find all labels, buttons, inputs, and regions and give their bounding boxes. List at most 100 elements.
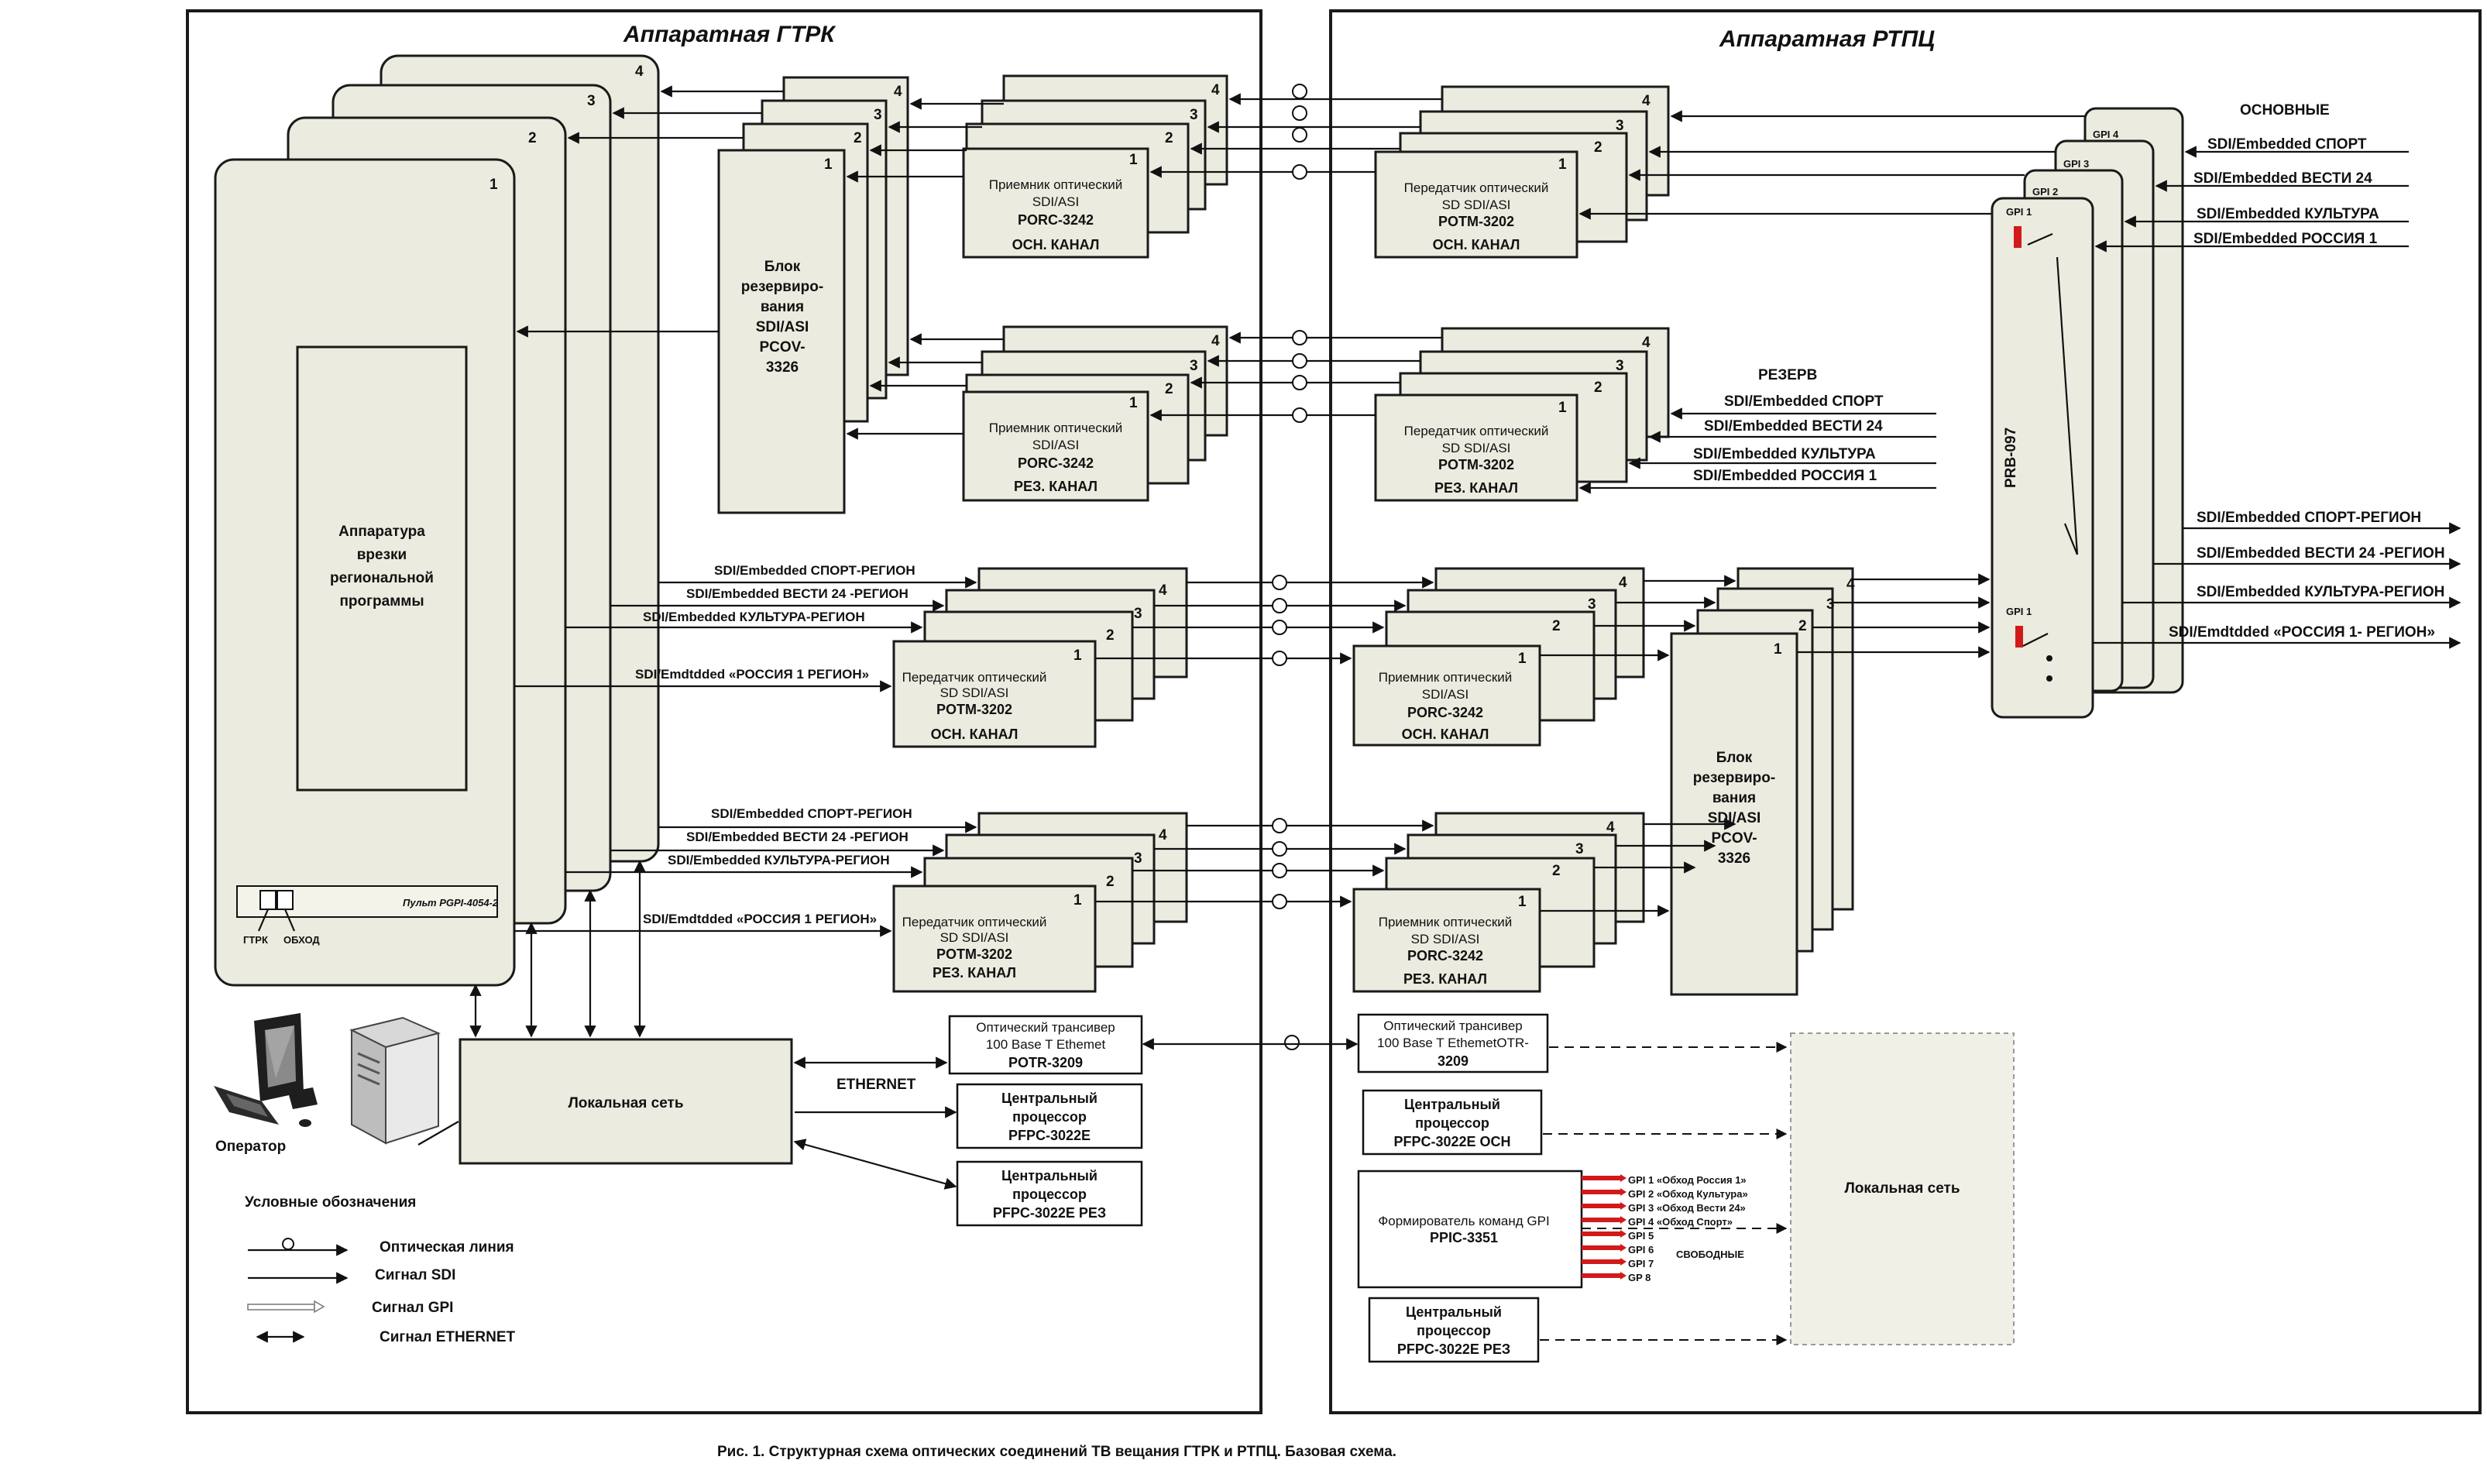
- legend-label: Сигнал ETHERNET: [380, 1329, 515, 1345]
- stack-number: 1: [824, 156, 833, 173]
- region-signal-label: SDI/Embedded СПОРТ-РЕГИОН: [714, 563, 915, 578]
- transmitter-stack-main-right: 4 3 2 1 Передатчик оптический SD SDI/ASI…: [1374, 85, 1670, 259]
- reserve-input-label: SDI/Embedded СПОРТ: [1724, 393, 1884, 410]
- gpi-output-label: GPI 4 «Обход Спорт»: [1628, 1216, 1733, 1228]
- reserve-block-right: 4 3 2 1 Блок резервиро- вания SDI/ASI PC…: [1670, 567, 1855, 996]
- stack-number: 2: [528, 130, 537, 146]
- insertion-label-line: региональной: [330, 570, 434, 586]
- tx-line: SD SDI/ASI: [940, 685, 1009, 700]
- reserve-label-line: Блок: [1716, 750, 1753, 766]
- gpi-output-label: GPI 2 «Обход Культура»: [1628, 1188, 1748, 1200]
- receiver-stack-res-right: 4 3 2 1 Приемник оптический SD SDI/ASI P…: [1352, 812, 1645, 993]
- region-signal-label: SDI/Embedded ВЕСТИ 24 -РЕГИОН: [686, 586, 909, 601]
- region-signal-label: SDI/Embedded СПОРТ-РЕГИОН: [711, 806, 912, 821]
- tx-l-main-card-1: [892, 640, 1097, 748]
- stack-number: 2: [1552, 863, 1561, 879]
- gpi-indicator-upper: [2014, 226, 2022, 248]
- control-panel-label: Пульт PGPI-4054-2: [403, 897, 499, 909]
- stack-number: 2: [1798, 618, 1807, 634]
- lan-left-label: Локальная сеть: [568, 1095, 683, 1111]
- reserve-block-left: 4 3 2 1 Блок резервиро- вания SDI/ASI PC…: [717, 76, 909, 514]
- transmitter-stack-res-right: 4 3 2 1 Передатчик оптический SD SDI/ASI…: [1374, 327, 1670, 502]
- prb-mid-switch: [2063, 523, 2079, 555]
- reserve-label-line: 3326: [766, 359, 799, 376]
- reserve-input-label: SDI/Embedded КУЛЬТУРА: [1693, 446, 1876, 462]
- stack-number: 1: [1558, 156, 1567, 173]
- insertion-label-line: программы: [339, 593, 424, 610]
- insertion-label-line: врезки: [357, 547, 407, 563]
- bypass-button[interactable]: [277, 890, 294, 910]
- rx-main-card-1: [962, 147, 1149, 259]
- transceiver-left: [948, 1015, 1143, 1075]
- tx-line: Передатчик оптический: [1404, 180, 1549, 195]
- rx-line: PORC-3242: [1407, 705, 1483, 720]
- region-signal-label: SDI/Emdtdded «РОССИЯ 1 РЕГИОН»: [635, 667, 869, 682]
- gpi-tag: GPI 1: [2006, 606, 2032, 617]
- region-signal-label: SDI/Emdtdded «РОССИЯ 1 РЕГИОН»: [643, 912, 877, 926]
- tx-line: SD SDI/ASI: [1442, 198, 1511, 212]
- cpu-line: Центральный: [1001, 1168, 1098, 1183]
- legend: Условные обозначения Оптическая линия Си…: [245, 1194, 515, 1345]
- stack-number: 4: [1159, 827, 1167, 843]
- stack-number: 3: [1134, 850, 1142, 867]
- rx-line: SDI/ASI: [1422, 687, 1468, 702]
- stack-number: 4: [1211, 82, 1220, 98]
- rx-line: PORC-3242: [1018, 212, 1094, 228]
- stack-number: 4: [1211, 333, 1220, 349]
- cpu-line: PFPC-3022E РЕЗ: [1397, 1341, 1510, 1357]
- stack-number: 2: [1594, 380, 1602, 396]
- rx-line: Приемник оптический: [1379, 915, 1513, 929]
- cpu-line: процессор: [1415, 1115, 1489, 1131]
- stack-number: 3: [1616, 358, 1624, 374]
- lan-right-label: Локальная сеть: [1844, 1180, 1960, 1197]
- gpi-former-line: Формирователь команд GPI: [1378, 1214, 1549, 1228]
- gtrk-button[interactable]: [259, 890, 277, 910]
- stack-number: 2: [1594, 139, 1602, 156]
- reserve-input-label: SDI/Embedded ВЕСТИ 24: [1704, 418, 1883, 435]
- stack-number: 3: [1616, 118, 1624, 134]
- stack-number: 1: [1073, 648, 1082, 664]
- rx-channel: РЕЗ. КАНАЛ: [1014, 479, 1098, 494]
- reserve-label-line: резервиро-: [741, 279, 823, 295]
- region-signal-label: SDI/Embedded ВЕСТИ 24 -РЕГИОН: [686, 830, 909, 844]
- rx-r-res-card-1: [1352, 888, 1541, 993]
- tx-line: Передатчик оптический: [902, 915, 1047, 929]
- legend-label: Оптическая линия: [380, 1239, 514, 1256]
- stack-number: 3: [1134, 606, 1142, 622]
- tx-line: POTM-3202: [1438, 457, 1514, 472]
- transceiver-right: [1357, 1013, 1549, 1073]
- output-label: SDI/Embedded КУЛЬТУРА-РЕГИОН: [2197, 584, 2444, 600]
- rx-line: PORC-3242: [1018, 455, 1094, 471]
- rx-line: Приемник оптический: [989, 177, 1123, 192]
- stack-number: 3: [1588, 596, 1596, 613]
- prb-led: [2046, 655, 2052, 661]
- stack-number: 1: [1558, 400, 1567, 416]
- prb-vertical-trace: [2056, 256, 2079, 555]
- insertion-equipment-stack: 4 3 2 1 Аппаратура врезки региональной п…: [214, 54, 660, 987]
- ethernet-link-cpu-res: [793, 1139, 957, 1190]
- reserve-card-1: [717, 149, 846, 514]
- stack-number: 4: [635, 64, 644, 80]
- reserve-label-line: SDI/ASI: [756, 319, 809, 335]
- insertion-inner-panel: [296, 345, 468, 792]
- tx-channel: ОСН. КАНАЛ: [931, 727, 1019, 742]
- tx-res-card-1: [1374, 393, 1578, 502]
- prb-led: [2046, 675, 2052, 682]
- cpu-right-main: [1362, 1089, 1543, 1156]
- cpu-line: PFPC-3022E РЕЗ: [993, 1205, 1106, 1221]
- lan-right: [1790, 1032, 2015, 1345]
- reserve-inputs-title: РЕЗЕРВ: [1758, 367, 1817, 383]
- transceiver-left-line: Оптический трансивер: [976, 1020, 1115, 1035]
- transmitter-stack-main-left: 4 3 2 1 Передатчик оптический SD SDI/ASI…: [892, 567, 1188, 748]
- cpu-line: процессор: [1417, 1323, 1491, 1338]
- gtrk-button-leader: [257, 909, 270, 932]
- cpu-line: PFPC-3022E ОСН: [1393, 1134, 1510, 1149]
- main-inputs-title: ОСНОВНЫЕ: [2240, 102, 2330, 119]
- legend-gpi-line: [247, 1304, 315, 1311]
- legend-gpi-arrow: [314, 1300, 325, 1314]
- gpi-former: [1357, 1170, 1583, 1289]
- operator-workstation-icon: [214, 1013, 318, 1127]
- transmitter-stack-res-left: 4 3 2 1 Передатчик оптический SD SDI/ASI…: [892, 812, 1188, 993]
